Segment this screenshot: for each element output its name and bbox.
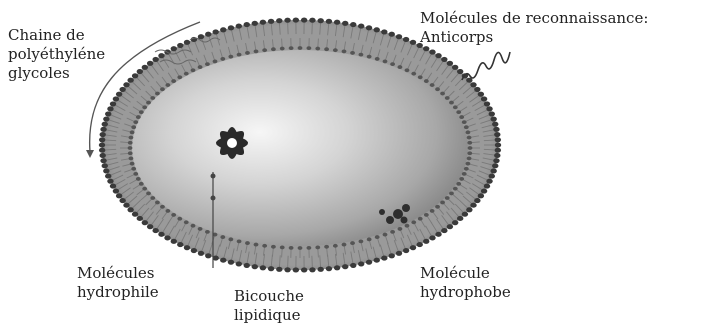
label-antibody-line1: Molécules de reconnaissance: (420, 9, 648, 28)
label-hydrophilic: Molécules hydrophile (77, 264, 159, 302)
label-peg-line3: glycoles (8, 64, 105, 83)
label-bilayer-line2: lipidique (234, 306, 304, 325)
antibody-squiggle-icon (462, 52, 510, 80)
label-antibody: Molécules de reconnaissance: Anticorps (420, 9, 648, 47)
label-hydrophilic-line1: Molécules (77, 264, 159, 283)
label-peg-line1: Chaine de (8, 26, 105, 45)
label-peg-line2: polyéthyléne (8, 45, 105, 64)
label-hydrophilic-line2: hydrophile (77, 283, 159, 302)
label-hydrophobic-line1: Molécule (420, 264, 511, 283)
label-hydrophobic: Molécule hydrophobe (420, 264, 511, 302)
label-bilayer-line1: Bicouche (234, 287, 304, 306)
label-bilayer: Bicouche lipidique (234, 287, 304, 325)
label-antibody-line2: Anticorps (420, 28, 648, 47)
peg-arrow-head (86, 150, 94, 158)
label-peg-chains: Chaine de polyéthyléne glycoles (8, 26, 105, 83)
label-hydrophobic-line2: hydrophobe (420, 283, 511, 302)
aqueous-core (132, 50, 468, 246)
star-molecule-icon (216, 127, 248, 159)
